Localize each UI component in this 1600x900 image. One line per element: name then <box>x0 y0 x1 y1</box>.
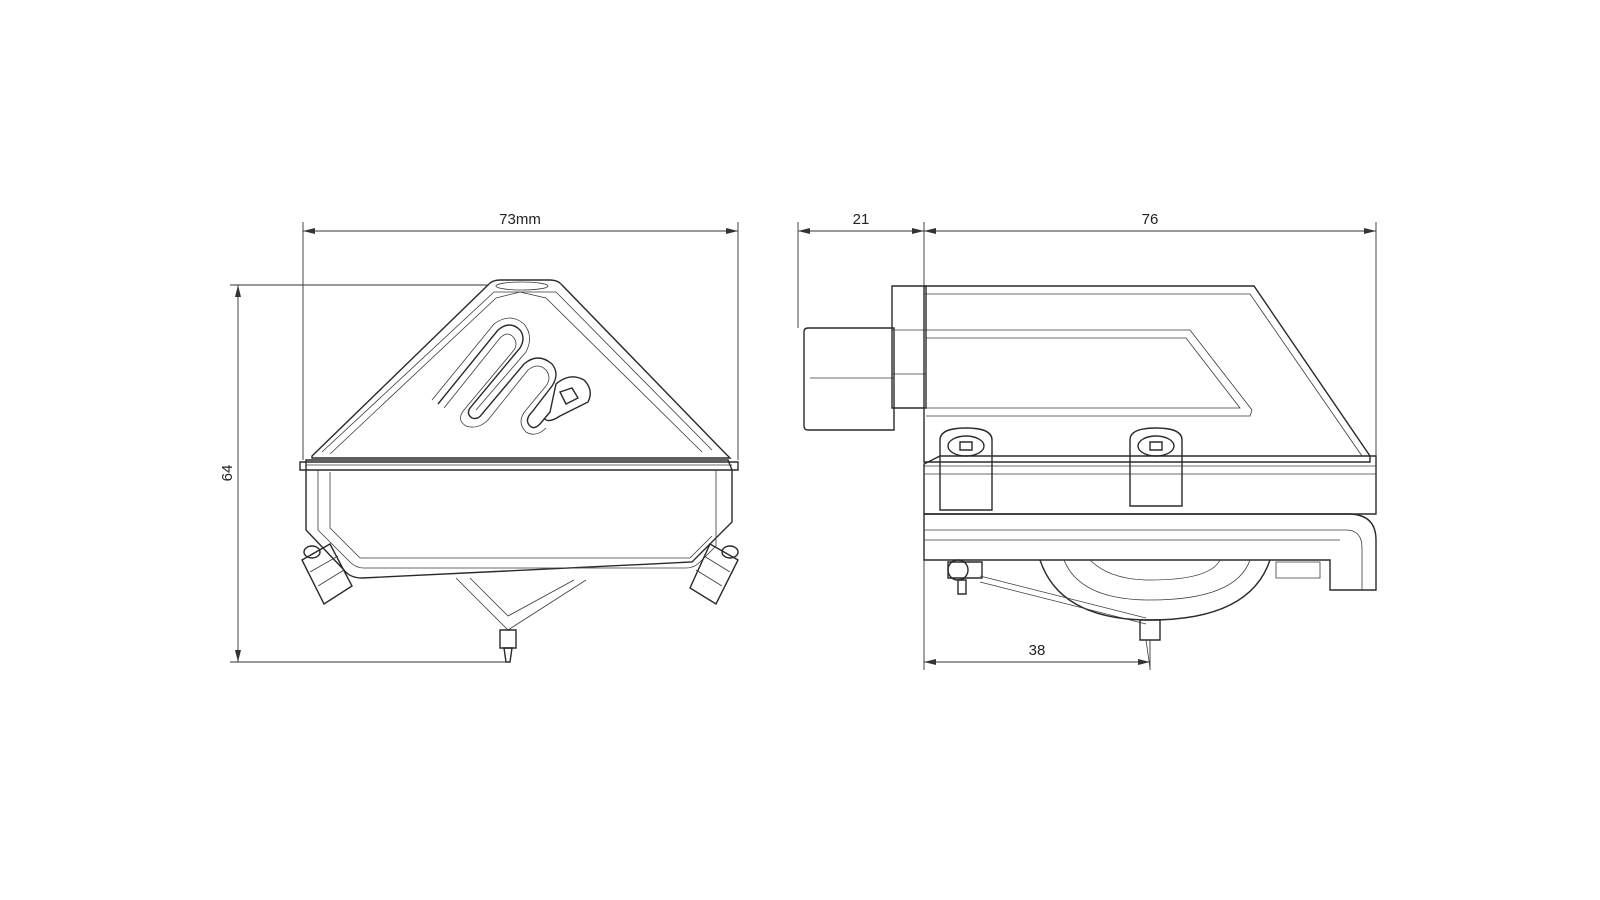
front-view <box>299 279 739 663</box>
dimension-front-width: 73mm <box>302 211 739 460</box>
dimension-side-body-label: 76 <box>1142 211 1159 228</box>
side-view <box>803 285 1377 669</box>
side-plug <box>803 285 927 431</box>
dimension-front-height: 64 <box>219 284 508 663</box>
dimension-side-tip-label: 38 <box>1029 642 1046 659</box>
front-left-screw <box>301 543 353 606</box>
front-probe <box>455 577 587 663</box>
front-right-screw <box>689 543 739 605</box>
front-top-cover <box>311 279 732 459</box>
logo-mark-icon <box>431 317 591 435</box>
side-upper-housing <box>923 285 1371 463</box>
dimension-side-body: 76 <box>924 211 1377 456</box>
side-lower-base <box>923 513 1377 591</box>
front-housing-body <box>305 459 733 579</box>
dimension-side-plug-label: 21 <box>853 211 870 228</box>
dimension-front-width-label: 73mm <box>499 211 541 228</box>
side-wheel <box>1039 559 1271 621</box>
side-screw-left <box>939 427 993 511</box>
dimension-side-plug: 21 <box>797 211 925 328</box>
side-screw-right <box>1129 427 1183 507</box>
side-probe-arm <box>947 559 1161 669</box>
dimension-front-height-label: 64 <box>219 465 236 482</box>
dimension-side-tip: 38 <box>923 560 1151 670</box>
